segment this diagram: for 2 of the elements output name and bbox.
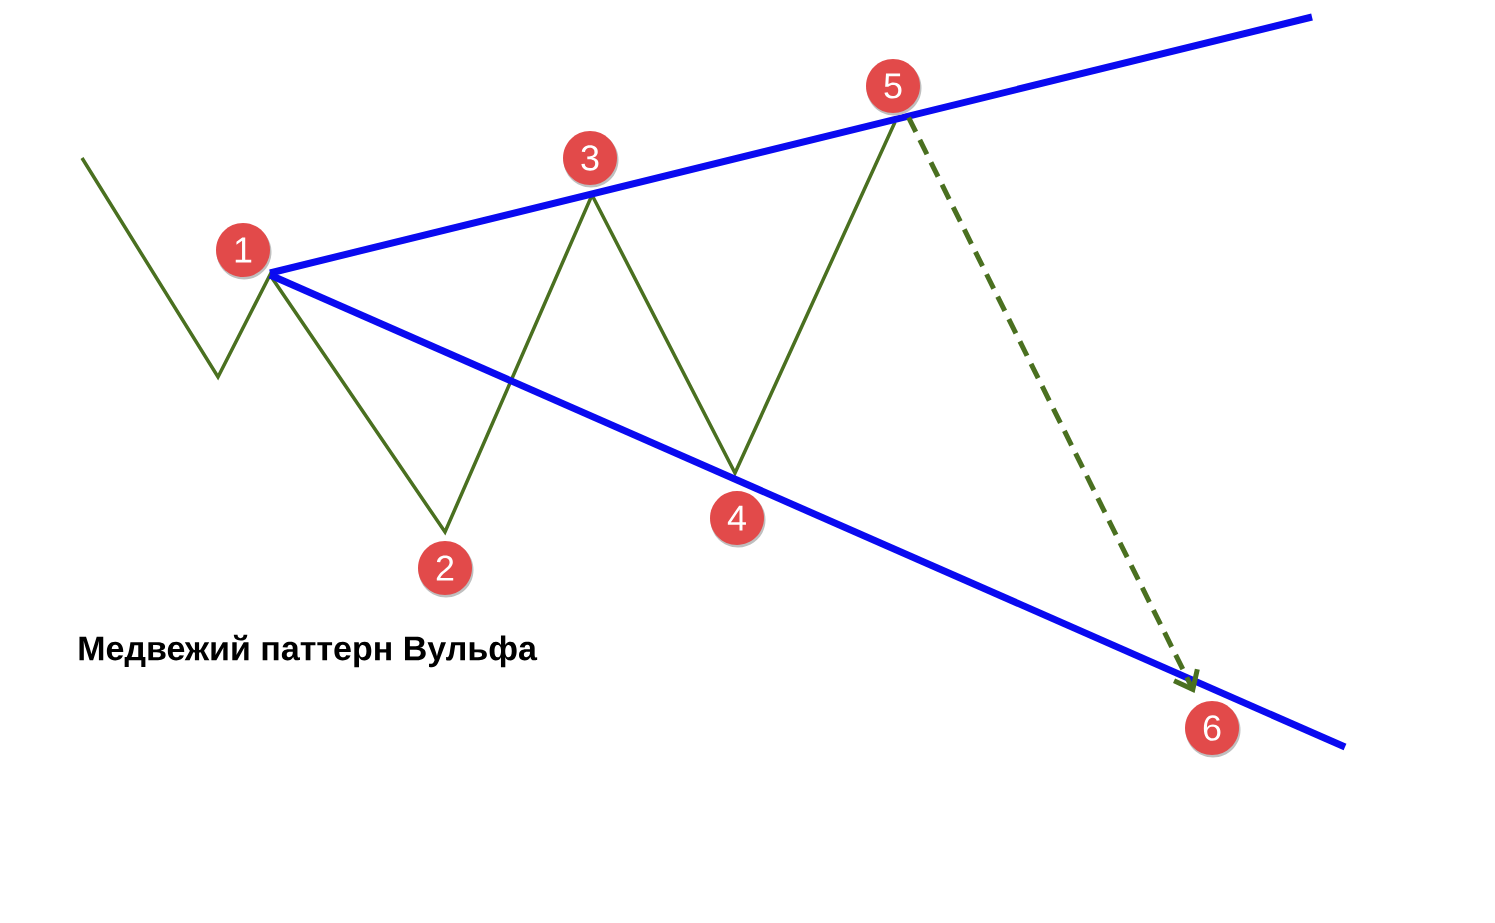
arrow <box>906 116 1200 693</box>
title: Медвежий паттерн Вульфа <box>79 634 538 668</box>
